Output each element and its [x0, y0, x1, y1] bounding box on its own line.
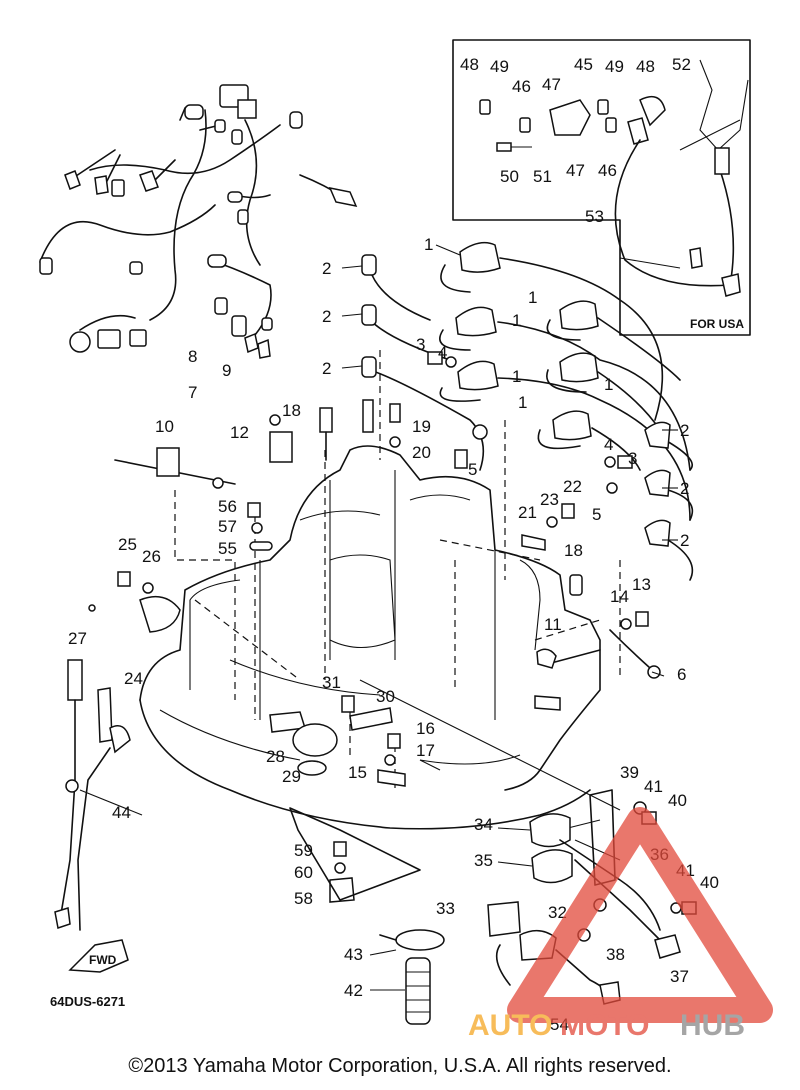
label-23: 23 — [540, 490, 559, 509]
label-48: 48 — [636, 57, 655, 76]
label-29: 29 — [282, 767, 301, 786]
label-27: 27 — [68, 629, 87, 648]
clamp-sleeve — [379, 929, 445, 1025]
label-41: 41 — [644, 777, 663, 796]
label-46: 46 — [512, 77, 531, 96]
label-4: 4 — [438, 343, 447, 362]
label-8: 8 — [188, 347, 197, 366]
label-26: 26 — [142, 547, 161, 566]
label-44: 44 — [112, 803, 131, 822]
label-1: 1 — [424, 235, 433, 254]
label-22: 22 — [563, 477, 582, 496]
label-1: 1 — [518, 393, 527, 412]
label-9: 9 — [222, 361, 231, 380]
label-2: 2 — [322, 359, 331, 378]
label-47: 47 — [566, 161, 585, 180]
label-5: 5 — [468, 460, 477, 479]
label-2: 2 — [680, 531, 689, 550]
label-40: 40 — [668, 791, 687, 810]
label-18: 18 — [564, 541, 583, 560]
label-4: 4 — [604, 435, 613, 454]
label-53: 53 — [585, 207, 604, 226]
label-37: 37 — [670, 967, 689, 986]
fwd-label: FWD — [89, 953, 117, 967]
label-7: 7 — [188, 383, 197, 402]
label-1: 1 — [512, 311, 521, 330]
label-46: 46 — [598, 161, 617, 180]
label-40: 40 — [700, 873, 719, 892]
label-49: 49 — [490, 57, 509, 76]
label-30: 30 — [376, 687, 395, 706]
label-48: 48 — [460, 55, 479, 74]
plug-sockets — [361, 254, 671, 547]
label-52: 52 — [672, 55, 691, 74]
wire-harness — [39, 84, 358, 359]
plug-caps — [369, 241, 694, 581]
copyright-notice: ©2013 Yamaha Motor Corporation, U.S.A. A… — [128, 1055, 672, 1077]
label-56: 56 — [218, 497, 237, 516]
label-55: 55 — [218, 539, 237, 558]
label-13: 13 — [632, 575, 651, 594]
label-47: 47 — [542, 75, 561, 94]
label-17: 17 — [416, 741, 435, 760]
label-34: 34 — [474, 815, 493, 834]
label-2: 2 — [322, 259, 331, 278]
label-12: 12 — [230, 423, 249, 442]
label-58: 58 — [294, 889, 313, 908]
label-16: 16 — [416, 719, 435, 738]
label-42: 42 — [344, 981, 363, 1000]
label-15: 15 — [348, 763, 367, 782]
label-59: 59 — [294, 841, 313, 860]
watermark-auto: AUTO — [468, 1009, 552, 1042]
label-20: 20 — [412, 443, 431, 462]
callout-labels: 48 49 46 47 45 49 48 52 50 51 47 46 53 F… — [50, 55, 744, 1034]
label-39: 39 — [620, 763, 639, 782]
label-50: 50 — [500, 167, 519, 186]
watermark-hub: HUB — [680, 1009, 745, 1042]
label-1: 1 — [528, 288, 537, 307]
label-1: 1 — [604, 375, 613, 394]
label-10: 10 — [155, 417, 174, 436]
label-21: 21 — [518, 503, 537, 522]
label-6: 6 — [677, 665, 686, 684]
label-11: 11 — [544, 615, 562, 634]
label-33: 33 — [436, 899, 455, 918]
label-49: 49 — [605, 57, 624, 76]
watermark-moto: MOTO — [560, 1009, 649, 1042]
fwd-arrow: FWD — [68, 939, 129, 973]
label-45: 45 — [574, 55, 593, 74]
label-43: 43 — [344, 945, 363, 964]
label-51: 51 — [533, 167, 552, 186]
label-2: 2 — [322, 307, 331, 326]
label-5: 5 — [592, 505, 601, 524]
label-3: 3 — [416, 335, 425, 354]
for-usa-label: FOR USA — [690, 317, 744, 331]
engine-block — [139, 445, 601, 830]
label-32: 32 — [548, 903, 567, 922]
label-2: 2 — [680, 479, 689, 498]
label-19: 19 — [412, 417, 431, 436]
label-24: 24 — [124, 669, 143, 688]
label-28: 28 — [266, 747, 285, 766]
usa-inset — [452, 39, 751, 336]
label-38: 38 — [606, 945, 625, 964]
label-57: 57 — [218, 517, 237, 536]
label-leaders — [79, 244, 678, 991]
label-14: 14 — [610, 587, 629, 606]
label-60: 60 — [294, 863, 313, 882]
label-2: 2 — [680, 421, 689, 440]
label-25: 25 — [118, 535, 137, 554]
automotohub-watermark: AUTO MOTO HUB — [468, 807, 773, 1042]
label-3: 3 — [628, 449, 637, 468]
diagram-code: 64DUS-6271 — [50, 994, 125, 1009]
misc-hardware — [54, 351, 661, 931]
watermark-triangle — [507, 807, 773, 1023]
label-31: 31 — [322, 673, 341, 692]
label-1: 1 — [512, 367, 521, 386]
label-18: 18 — [282, 401, 301, 420]
label-35: 35 — [474, 851, 493, 870]
